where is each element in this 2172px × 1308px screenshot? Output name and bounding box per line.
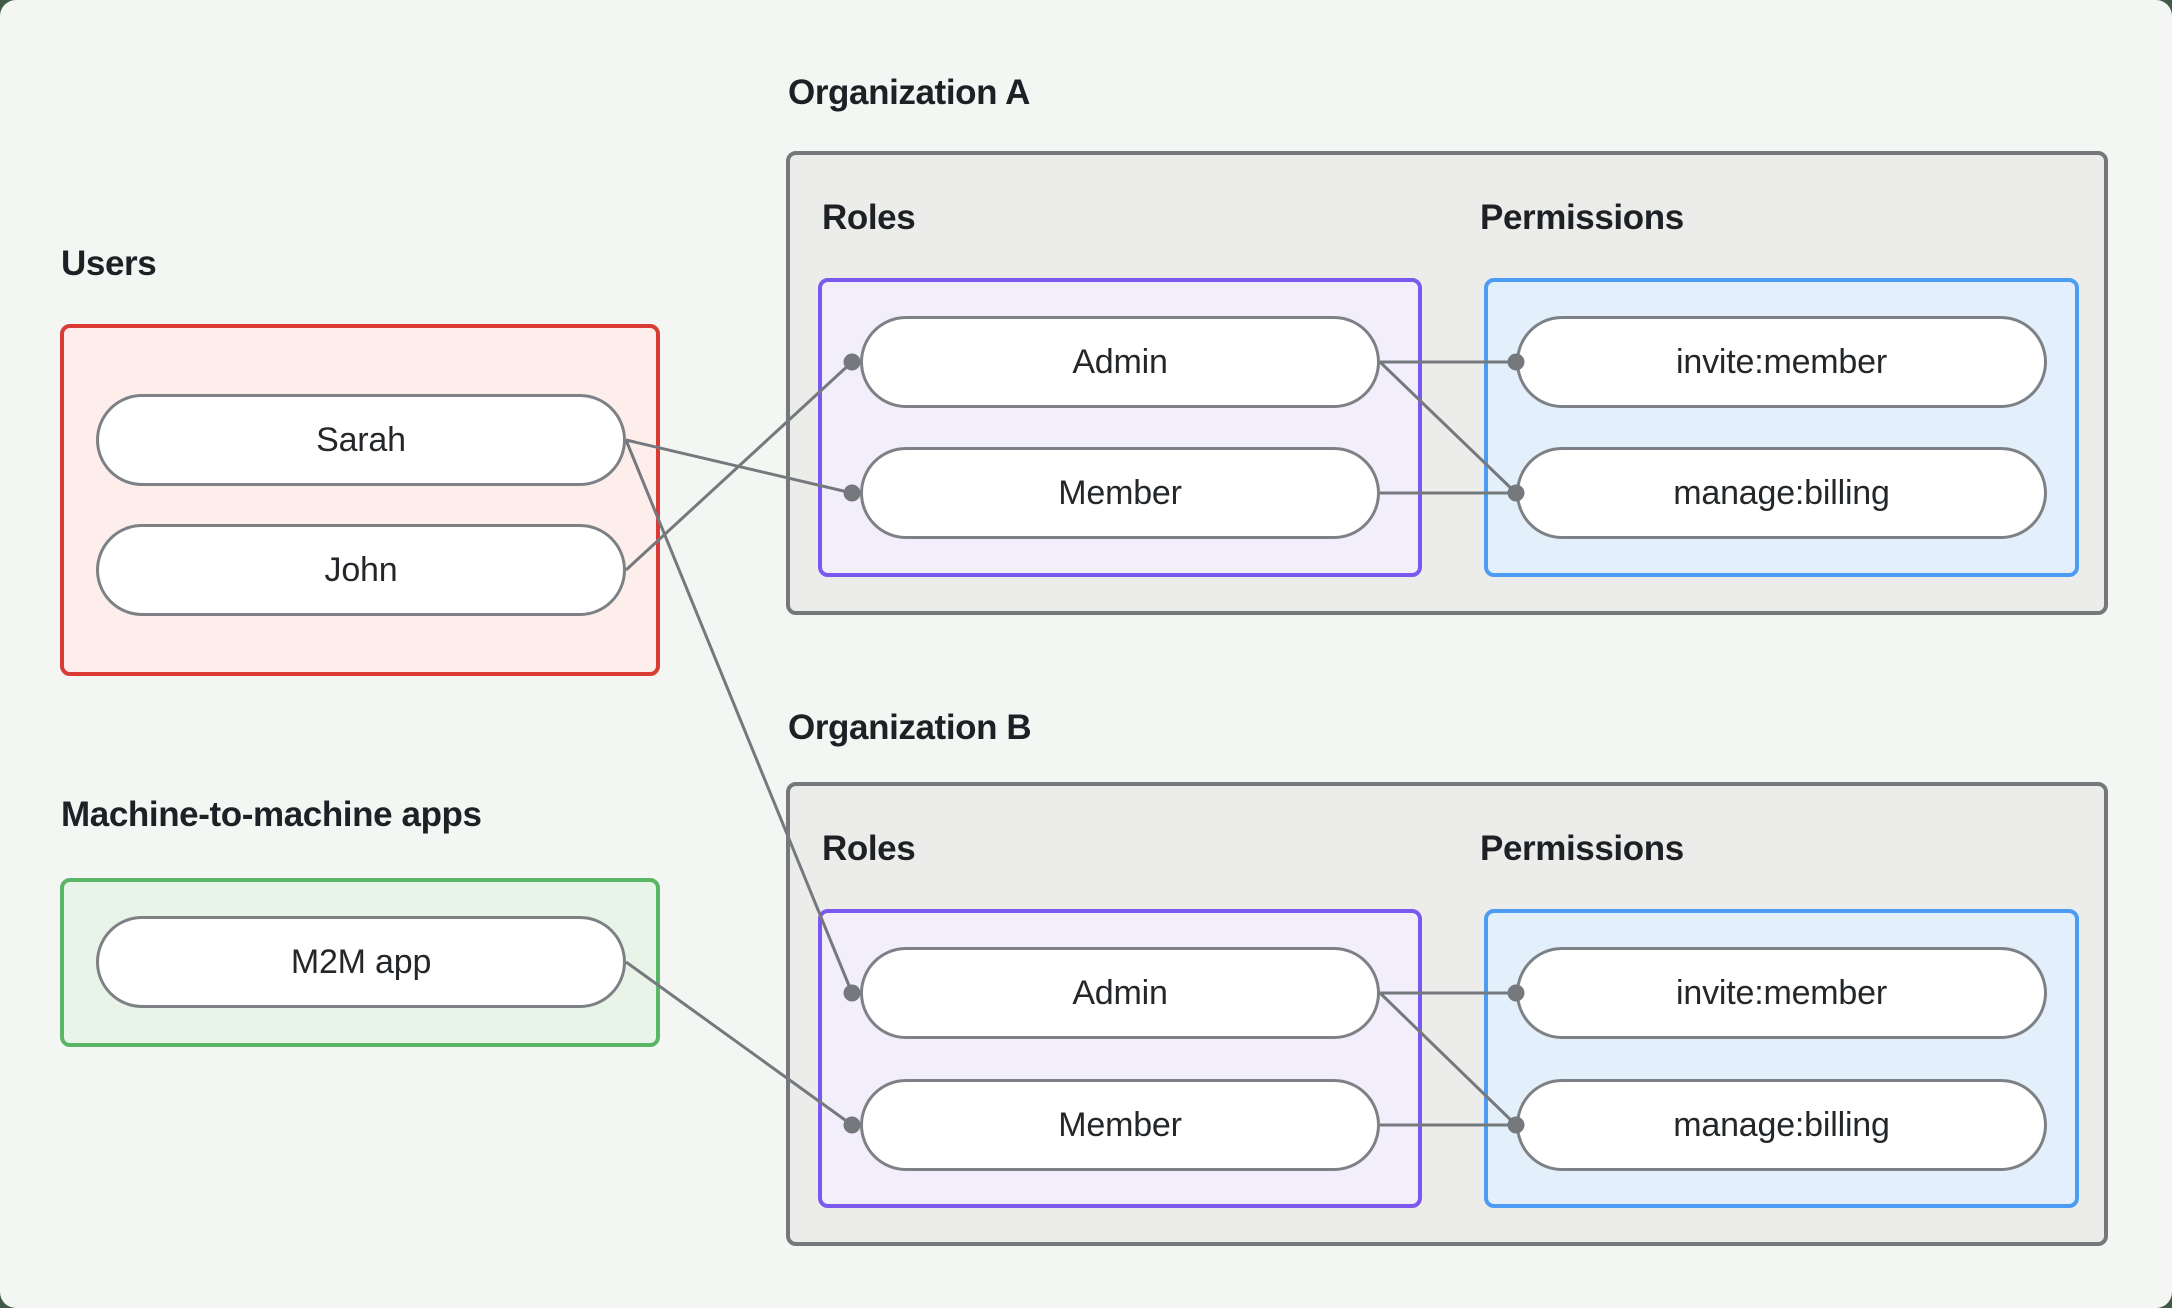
org-b-permissions-label: Permissions [1480,829,1684,868]
node-user-sarah: Sarah [96,394,626,486]
node-m2m-app: M2M app [96,916,626,1008]
node-org-a-permission-manage-billing: manage:billing [1516,447,2047,539]
node-org-b-role-member: Member [860,1079,1380,1171]
node-org-a-role-admin: Admin [860,316,1380,408]
node-user-john: John [96,524,626,616]
node-org-b-role-admin: Admin [860,947,1380,1039]
org-b-roles-label: Roles [822,829,916,868]
users-group-box [60,324,660,676]
org-a-roles-label: Roles [822,198,916,237]
node-org-b-permission-manage-billing: manage:billing [1516,1079,2047,1171]
node-org-a-role-member: Member [860,447,1380,539]
node-org-a-permission-invite-member: invite:member [1516,316,2047,408]
organization-a-label: Organization A [788,73,1030,112]
org-a-permissions-label: Permissions [1480,198,1684,237]
organization-b-label: Organization B [788,708,1032,747]
users-group-label: Users [61,244,157,283]
node-org-b-permission-invite-member: invite:member [1516,947,2047,1039]
m2m-apps-group-label: Machine-to-machine apps [61,795,482,834]
